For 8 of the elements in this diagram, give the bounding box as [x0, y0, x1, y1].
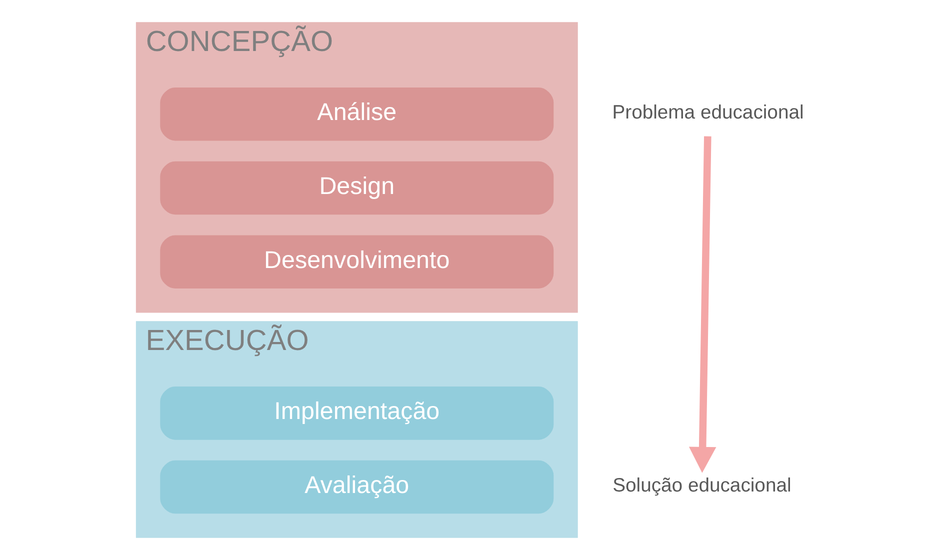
node-text: Solução educacional [612, 474, 792, 497]
node-box: Design [160, 161, 554, 215]
node-text: Problema educacional [612, 102, 804, 124]
node-box: Avaliação [160, 460, 554, 514]
node-box: Análise [160, 88, 554, 141]
arrow [688, 136, 716, 473]
node-box: Implementação [160, 386, 554, 440]
node-box: Desenvolvimento [160, 235, 554, 288]
